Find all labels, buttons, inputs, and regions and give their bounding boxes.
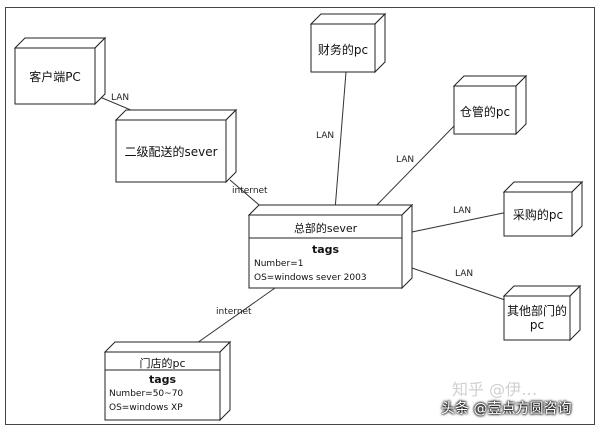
store-pc-tags: tags	[148, 373, 177, 386]
edge-label-store-hq: internet	[216, 307, 252, 317]
hq-server-os: OS=windows sever 2003	[254, 273, 367, 283]
diagram-frame	[5, 7, 595, 425]
hq-server-title: 总部的sever	[293, 222, 358, 235]
edge-label-purchasing-hq: LAN	[453, 206, 472, 216]
other-pc-label-line2: pc	[529, 318, 545, 332]
hq-server-number: Number=1	[254, 259, 304, 269]
edge-label-other-hq: LAN	[455, 269, 474, 279]
other-pc-label-line1: 其他部门的	[506, 304, 567, 318]
edge-purchasing-hq	[411, 211, 509, 233]
store-pc-os: OS=windows XP	[109, 403, 183, 413]
node-secondary-server	[114, 108, 238, 184]
node-finance-pc	[309, 12, 387, 74]
client-pc-label: 客户端PC	[29, 70, 81, 84]
edge-label-warehouse-hq: LAN	[396, 155, 415, 165]
node-other-pc	[502, 284, 582, 342]
warehouse-pc-label: 仓管的pc	[459, 105, 511, 119]
edge-label-finance-hq: LAN	[316, 131, 335, 141]
node-hq-server	[247, 203, 414, 290]
edge-warehouse-hq	[371, 121, 459, 211]
edge-label-secondary-hq: internet	[232, 186, 268, 196]
node-store-pc	[103, 340, 232, 422]
node-warehouse-pc	[452, 74, 528, 136]
node-purchasing-pc	[502, 180, 584, 238]
watermark-faint: 知乎 @伊…	[452, 380, 538, 399]
edge-label-client-secondary: LAN	[111, 93, 130, 103]
watermark-main: 头条 @壹点方圆咨询	[441, 401, 572, 417]
finance-pc-label: 财务的pc	[317, 43, 369, 57]
purchasing-pc-label: 采购的pc	[512, 208, 564, 222]
edge-finance-hq	[334, 71, 347, 211]
node-client-pc	[13, 36, 107, 106]
store-pc-title: 门店的pc	[139, 357, 186, 370]
edge-other-hq	[411, 267, 506, 301]
store-pc-number: Number=50~70	[109, 389, 184, 399]
hq-server-tags: tags	[311, 243, 340, 256]
secondary-server-label: 二级配送的sever	[124, 145, 218, 159]
